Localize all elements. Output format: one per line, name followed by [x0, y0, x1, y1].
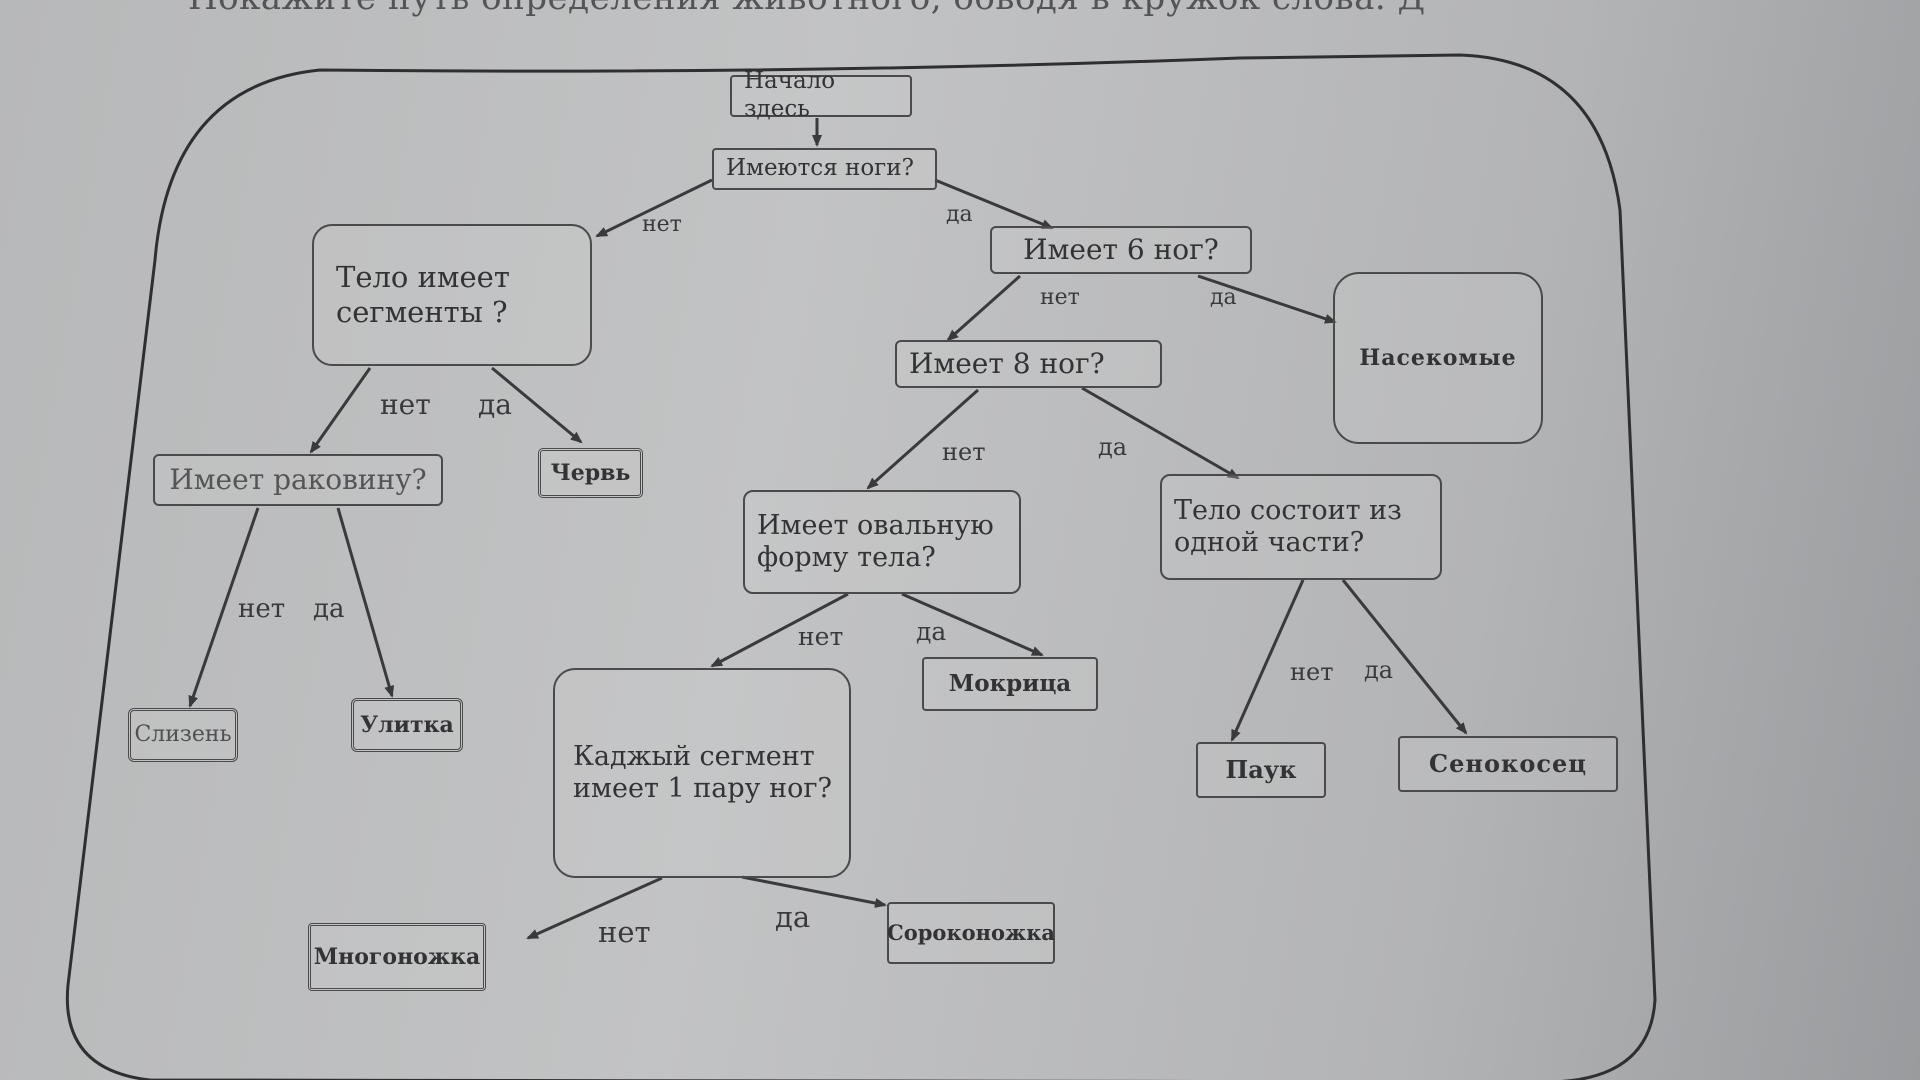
label-oval-no: нет: [798, 622, 844, 651]
label-pair-no: нет: [598, 915, 651, 949]
label-seg-no: нет: [380, 388, 431, 421]
arrow-oval-pair: [710, 592, 849, 668]
outer-frame: [65, 53, 1657, 1080]
node-start: Начало здесь: [730, 68, 912, 122]
arrow-eight-onepart: [1081, 386, 1240, 480]
label-one-no: нет: [1290, 658, 1334, 686]
node-centipede: Сороконожка: [887, 902, 1055, 964]
label-shell-no: нет: [238, 594, 286, 624]
node-slug: Слизень: [128, 708, 238, 762]
arrow-onepart-harvestman: [1341, 579, 1468, 735]
node-insects: Насекомые: [1333, 272, 1543, 444]
node-shell: Имеет раковину?: [153, 454, 443, 506]
arrow-shell-snail: [336, 507, 395, 698]
node-segments: Тело имеет сегменты ?: [312, 224, 592, 366]
label-eight-no: нет: [942, 438, 986, 466]
node-pair-legs: Каджый сегмент имеет 1 пару ног?: [553, 668, 851, 878]
arrow-shell-slug: [188, 507, 260, 708]
arrow-pair-centipede: [741, 875, 887, 908]
node-spider: Паук: [1196, 742, 1326, 798]
node-snail: Улитка: [351, 698, 463, 752]
node-legs: Имеются ноги?: [712, 148, 937, 190]
label-six-yes: да: [1210, 285, 1237, 310]
node-millipede: Многоножка: [308, 923, 486, 991]
node-one-part: Тело состоит из одной части?: [1160, 474, 1442, 580]
arrow-legs-segments: [595, 178, 713, 238]
node-eight-legs: Имеет 8 ног?: [895, 340, 1162, 388]
arrow-six-eight: [946, 274, 1021, 342]
instruction-text: Покажите путь определения животного, обв…: [188, 0, 1426, 18]
arrow-seg-shell: [309, 367, 372, 454]
arrow-legs-six: [934, 178, 1054, 230]
label-one-yes: да: [1364, 656, 1394, 684]
label-shell-yes: да: [313, 594, 345, 624]
arrow-oval-woodlouse: [901, 592, 1044, 657]
node-worm: Червь: [538, 448, 643, 498]
arrow-pair-millipede: [526, 876, 663, 940]
label-legs-yes: да: [946, 202, 973, 227]
label-pair-yes: да: [775, 900, 811, 934]
node-woodlouse: Мокрица: [922, 657, 1098, 711]
label-seg-yes: да: [478, 388, 512, 421]
label-six-no: нет: [1040, 285, 1080, 310]
label-legs-no: нет: [642, 212, 682, 237]
arrow-eight-oval: [866, 388, 979, 490]
node-oval-body: Имеет овальную форму тела?: [743, 490, 1021, 594]
arrow-six-insects: [1197, 274, 1337, 324]
arrow-onepart-spider: [1230, 579, 1305, 742]
node-harvestman: Сенокосец: [1398, 736, 1618, 792]
label-oval-yes: да: [916, 617, 947, 646]
node-six-legs: Имеет 6 ног?: [990, 226, 1252, 274]
arrow-seg-worm: [491, 366, 583, 444]
label-eight-yes: да: [1098, 433, 1128, 461]
